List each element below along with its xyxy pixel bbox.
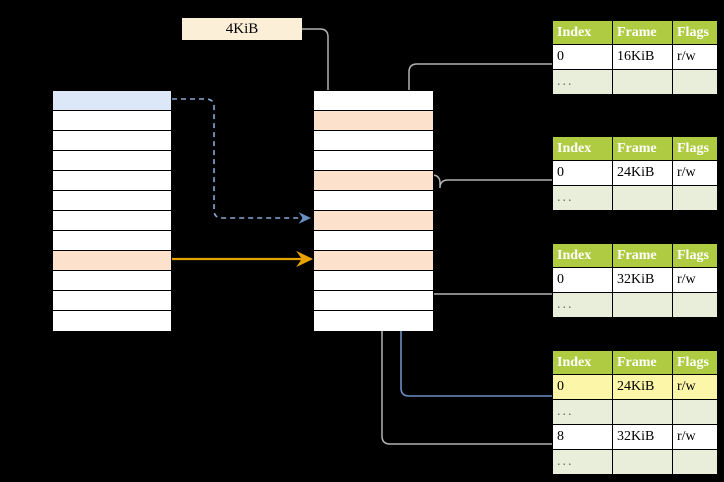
ellipsis-cell bbox=[672, 292, 718, 318]
cell-flags: r/w bbox=[672, 267, 718, 293]
cell-frame: 24KiB bbox=[612, 374, 673, 400]
virtual-address-column bbox=[52, 90, 172, 331]
column-header-index: Index bbox=[552, 136, 613, 161]
table-row[interactable]: ... bbox=[552, 399, 718, 425]
cell-frame: 32KiB bbox=[612, 424, 673, 450]
ellipsis-cell bbox=[672, 399, 718, 425]
cell-frame: 16KiB bbox=[612, 44, 673, 70]
column-header-frame: Frame bbox=[612, 350, 673, 375]
column-header-index: Index bbox=[552, 350, 613, 375]
ellipsis-cell bbox=[672, 69, 718, 95]
phys-cell-row-9 bbox=[314, 271, 433, 291]
column-header-flags: Flags bbox=[672, 350, 718, 375]
column-header-index: Index bbox=[552, 20, 613, 45]
column-header-flags: Flags bbox=[672, 136, 718, 161]
frame-size-label: 4KiB bbox=[225, 21, 259, 37]
cell-flags: r/w bbox=[672, 374, 718, 400]
phys-cell-row-3 bbox=[314, 151, 433, 171]
vaddr-cell-row-11 bbox=[53, 311, 171, 331]
column-header-frame: Frame bbox=[612, 243, 673, 268]
vaddr-cell-row-6 bbox=[53, 211, 171, 231]
cell-index: 0 bbox=[552, 267, 613, 293]
column-header-frame: Frame bbox=[612, 20, 673, 45]
cell-index: 0 bbox=[552, 374, 613, 400]
phys-cell-row-4 bbox=[314, 171, 433, 191]
phys-cell-row-11 bbox=[314, 311, 433, 331]
vaddr-cell-row-1 bbox=[53, 111, 171, 131]
cell-index: 8 bbox=[552, 424, 613, 450]
table-row[interactable]: ... bbox=[552, 449, 718, 475]
phys-cell-row-6 bbox=[314, 211, 433, 231]
ellipsis-cell: ... bbox=[552, 399, 613, 425]
table-row[interactable]: ... bbox=[552, 69, 718, 95]
vaddr-cell-row-3 bbox=[53, 151, 171, 171]
table-row[interactable]: ... bbox=[552, 185, 718, 211]
column-header-flags: Flags bbox=[672, 20, 718, 45]
vaddr-cell-row-5 bbox=[53, 191, 171, 211]
ellipsis-cell bbox=[612, 292, 673, 318]
wire-table2-to-frame bbox=[415, 174, 560, 218]
vaddr-cell-row-4 bbox=[53, 171, 171, 191]
ellipsis-cell bbox=[612, 69, 673, 95]
table-row[interactable]: ... bbox=[552, 292, 718, 318]
phys-cell-row-1 bbox=[314, 111, 433, 131]
ellipsis-cell: ... bbox=[552, 292, 613, 318]
column-header-frame: Frame bbox=[612, 136, 673, 161]
column-header-index: Index bbox=[552, 243, 613, 268]
cell-index: 0 bbox=[552, 160, 613, 186]
cell-flags: r/w bbox=[672, 44, 718, 70]
vaddr-cell-row-9 bbox=[53, 271, 171, 291]
cell-index: 0 bbox=[552, 44, 613, 70]
cell-flags: r/w bbox=[672, 424, 718, 450]
phys-cell-row-8 bbox=[314, 251, 433, 271]
cell-frame: 24KiB bbox=[612, 160, 673, 186]
vaddr-cell-row-10 bbox=[53, 291, 171, 311]
ellipsis-cell: ... bbox=[552, 449, 613, 475]
phys-cell-row-5 bbox=[314, 191, 433, 211]
wire-vaddr-to-frame bbox=[172, 98, 311, 224]
phys-cell-row-10 bbox=[314, 291, 433, 311]
cell-flags: r/w bbox=[672, 160, 718, 186]
vaddr-cell-row-7 bbox=[53, 231, 171, 251]
frame-size-chip: 4KiB bbox=[182, 18, 302, 40]
physical-memory-column bbox=[313, 90, 434, 331]
ellipsis-cell bbox=[672, 185, 718, 211]
vaddr-cell-row-8 bbox=[53, 251, 171, 271]
vaddr-cell-row-2 bbox=[53, 131, 171, 151]
ellipsis-cell: ... bbox=[552, 185, 613, 211]
ellipsis-cell bbox=[612, 399, 673, 425]
ellipsis-cell: ... bbox=[552, 69, 613, 95]
column-header-flags: Flags bbox=[672, 243, 718, 268]
ellipsis-cell bbox=[612, 449, 673, 475]
ellipsis-cell bbox=[612, 185, 673, 211]
phys-cell-row-7 bbox=[314, 231, 433, 251]
phys-cell-row-0 bbox=[314, 91, 433, 111]
phys-cell-row-2 bbox=[314, 131, 433, 151]
vaddr-cell-row-0 bbox=[53, 91, 171, 111]
cell-frame: 32KiB bbox=[612, 267, 673, 293]
ellipsis-cell bbox=[672, 449, 718, 475]
